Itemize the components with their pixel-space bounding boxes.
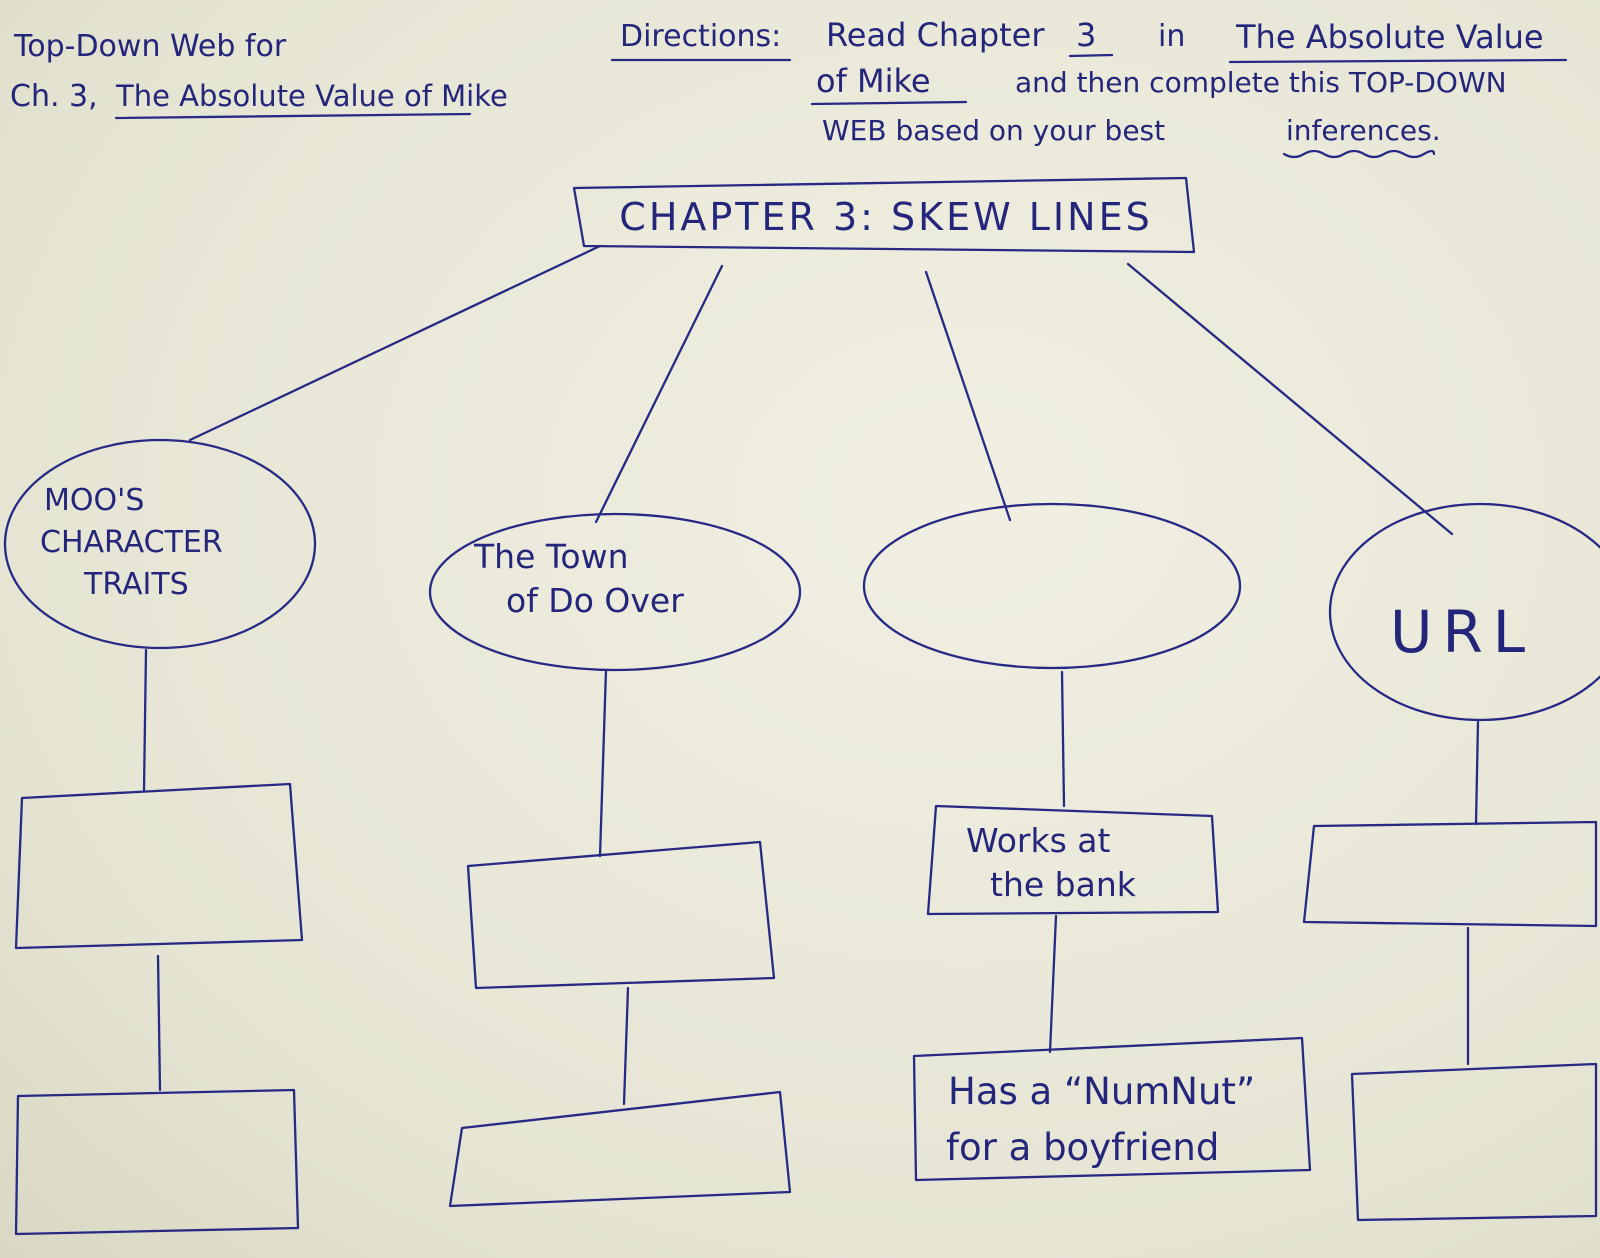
directions-line2-rest: and then complete this TOP-DOWN [1015, 66, 1507, 99]
branch-2-label-line2: of Do Over [506, 581, 684, 620]
branch-2-oval [428, 512, 802, 672]
branch-3-box-2 [912, 1036, 1312, 1182]
chapter-number-underline [1068, 53, 1114, 58]
branch-4-label: URL [1390, 598, 1535, 666]
branch-3-box-2-line1: Has a “NumNut” [948, 1070, 1255, 1113]
branch-1-label-line3: TRAITS [83, 567, 189, 602]
branch-1-label-line1: MOO'S [44, 483, 144, 518]
root-label: CHAPTER 3: SKEW LINES [619, 195, 1152, 239]
directions-book-title-b: of Mike [816, 62, 931, 100]
branch-2-box-1 [466, 840, 776, 990]
branch-4-box-1 [1302, 820, 1598, 928]
directions-line1-a: Read Chapter [826, 16, 1045, 54]
branch-4-box-2 [1350, 1062, 1598, 1222]
header-title-line1: Top-Down Web for [13, 29, 287, 64]
branch-1-oval [3, 438, 317, 650]
branch-3-box-2-line2: for a boyfriend [946, 1126, 1219, 1169]
header-book-title: The Absolute Value of Mike [115, 79, 508, 113]
branch-4-connector-oval-box1 [1474, 720, 1480, 826]
branch-3-box-1 [926, 804, 1220, 916]
branch-1-box-1 [14, 782, 304, 950]
branch-3-box-1-line1: Works at [966, 821, 1110, 860]
branch-1-connector-oval-box1 [142, 648, 148, 792]
directions-chapter-number: 3 [1076, 16, 1096, 54]
branch-3-connector-box1-box2 [1048, 914, 1058, 1054]
directions-line3-a: WEB based on your best [822, 114, 1165, 147]
book-title-underline [114, 112, 472, 120]
branch-4-oval [1328, 502, 1600, 722]
inferences-squiggle-underline [1282, 149, 1436, 159]
header-title-line2-prefix: Ch. 3, [10, 79, 98, 114]
directions-label: Directions: [620, 19, 781, 54]
branch-3-box-1-line2: the bank [990, 865, 1137, 904]
branch-2-connector-oval-box1 [598, 668, 608, 858]
branch-3-connector-oval-box1 [1060, 670, 1066, 808]
branch-2-connector-box1-box2 [622, 986, 630, 1106]
directions-book-title-a: The Absolute Value [1235, 18, 1544, 56]
branch-1-box-2 [14, 1088, 300, 1236]
branch-1-connector-box1-box2 [156, 954, 162, 1092]
directions-book-underline-b [810, 100, 968, 106]
connector-root-to-branch-1 [188, 244, 602, 442]
branch-2-box-2 [448, 1090, 792, 1208]
directions-book-underline-a [1228, 58, 1568, 64]
connector-root-to-branch-4 [1126, 262, 1454, 536]
directions-line1-b: in [1158, 19, 1185, 54]
branch-2-label-line1: The Town [473, 537, 629, 576]
root-box [572, 176, 1196, 254]
connector-root-to-branch-3 [924, 270, 1012, 522]
branch-1-label-line2: CHARACTER [40, 525, 223, 560]
connector-root-to-branch-2 [594, 264, 724, 524]
branch-3-oval [862, 502, 1242, 670]
directions-inferences: inferences. [1286, 114, 1441, 147]
